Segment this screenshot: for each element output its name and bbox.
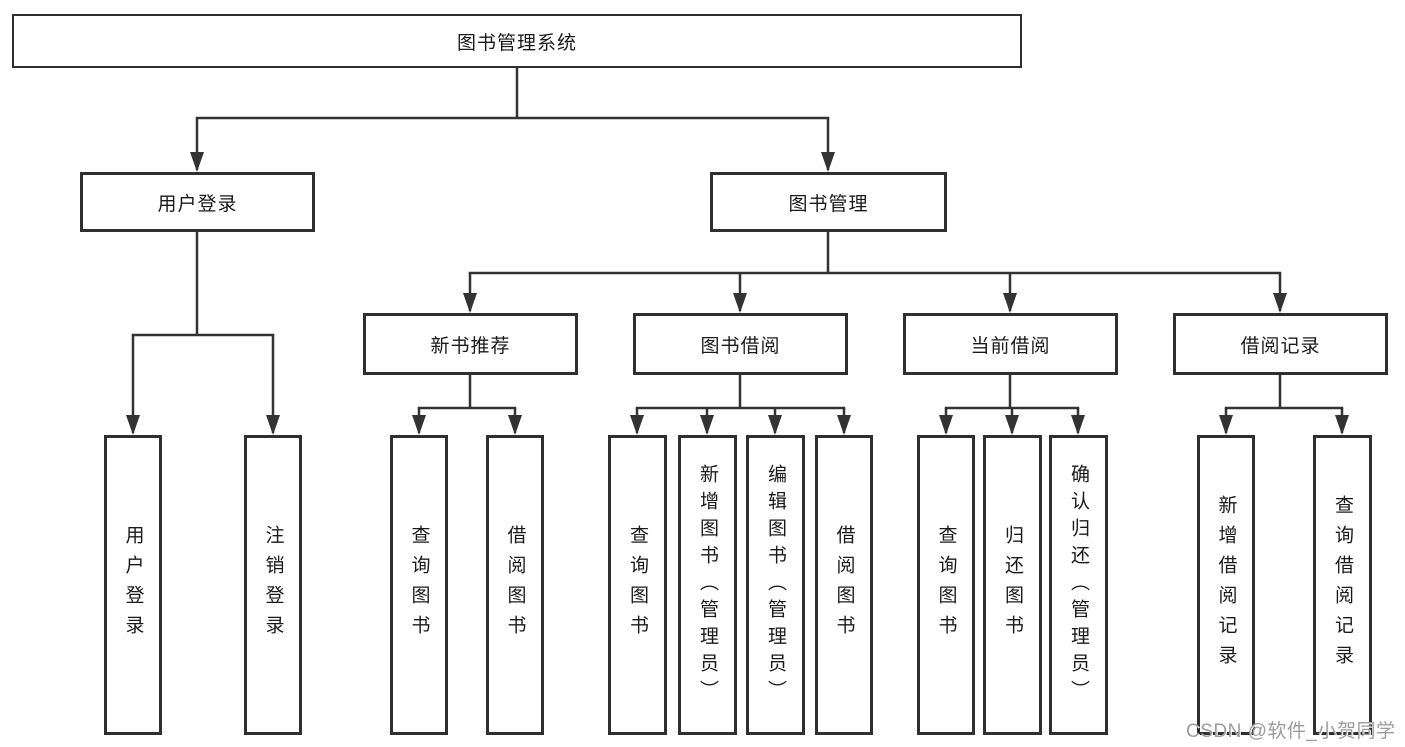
leaf-cb-return-books: 归还图书 [983, 435, 1042, 735]
leaf-label: 查询借阅记录 [1332, 495, 1353, 675]
leaf-label: 借阅图书 [504, 525, 526, 645]
node-label: 新书推荐 [430, 335, 511, 357]
node-current-borrowing: 当前借阅 [903, 313, 1118, 375]
node-root-label: 图书管理系统 [456, 32, 577, 54]
leaf-label: 查询图书 [935, 525, 957, 645]
leaf-label: 查询图书 [408, 525, 430, 645]
leaf-bb-add-books-admin: 新增图书（管理员） [678, 435, 737, 735]
leaf-label: 新增借阅记录 [1215, 495, 1237, 675]
node-label: 借阅记录 [1240, 335, 1321, 357]
node-root: 图书管理系统 [12, 14, 1022, 68]
leaf-cb-query-books: 查询图书 [917, 435, 975, 735]
leaf-label: 借阅图书 [833, 525, 855, 645]
leaf-label: 新增图书（管理员） [697, 463, 718, 707]
leaf-label: 归还图书 [1002, 525, 1023, 645]
node-book-borrowing: 图书借阅 [633, 313, 848, 375]
leaf-bb-edit-books-admin: 编辑图书（管理员） [746, 435, 805, 735]
leaf-label: 编辑图书（管理员） [765, 463, 786, 707]
leaf-br-add-record: 新增借阅记录 [1197, 435, 1255, 735]
node-label: 当前借阅 [970, 335, 1051, 357]
leaf-bb-borrow-books: 借阅图书 [815, 435, 873, 735]
node-label: 图书管理 [788, 193, 869, 215]
leaf-logout: 注销登录 [244, 435, 302, 735]
leaf-bb-query-books: 查询图书 [608, 435, 667, 735]
node-user-login-branch: 用户登录 [80, 172, 315, 232]
node-label: 图书借阅 [700, 335, 781, 357]
leaf-user-login: 用户登录 [104, 435, 162, 735]
watermark: CSDN @软件_小贺同学 [1186, 721, 1396, 742]
node-new-book-rec: 新书推荐 [363, 313, 578, 375]
node-label: 用户登录 [157, 193, 238, 215]
leaf-nbr-borrow-books: 借阅图书 [486, 435, 544, 735]
leaf-label: 查询图书 [627, 525, 648, 645]
node-book-mgmt-branch: 图书管理 [710, 172, 947, 232]
leaf-label: 注销登录 [262, 525, 284, 645]
leaf-label: 用户登录 [122, 525, 144, 645]
leaf-label: 确认归还（管理员） [1068, 463, 1089, 707]
leaf-cb-confirm-return-admin: 确认归还（管理员） [1049, 435, 1108, 735]
leaf-br-query-record: 查询借阅记录 [1313, 435, 1372, 735]
node-borrowing-records: 借阅记录 [1173, 313, 1388, 375]
leaf-nbr-query-books: 查询图书 [390, 435, 448, 735]
